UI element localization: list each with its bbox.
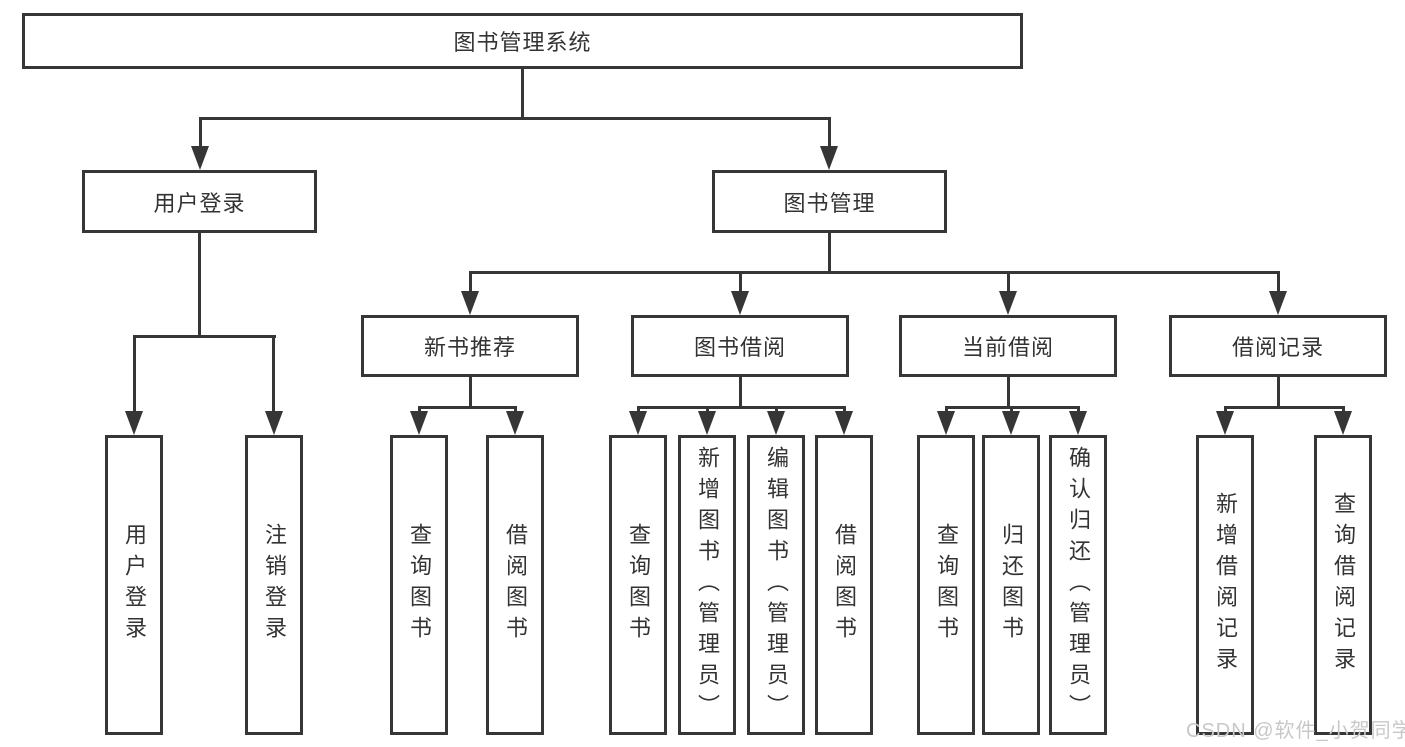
arrowhead-icon xyxy=(1002,411,1020,435)
connector-line xyxy=(828,117,831,149)
connector-line xyxy=(198,233,201,338)
node-label: 借阅图书 xyxy=(503,523,528,647)
node-book-management: 图书管理 xyxy=(712,170,947,233)
arrowhead-icon xyxy=(835,411,853,435)
connector-line xyxy=(133,335,276,338)
connector-line xyxy=(469,271,1280,274)
leaf-return-books: 归还图书 xyxy=(982,435,1040,735)
connector-line xyxy=(469,271,472,295)
node-label: 查询图书 xyxy=(934,523,959,647)
arrowhead-icon xyxy=(999,291,1017,315)
connector-line xyxy=(1224,406,1345,409)
arrowhead-icon xyxy=(265,411,283,435)
leaf-logout: 注销登录 xyxy=(245,435,303,735)
connector-line xyxy=(739,271,742,295)
arrowhead-icon xyxy=(1334,411,1352,435)
arrowhead-icon xyxy=(731,291,749,315)
arrowhead-icon xyxy=(698,411,716,435)
node-label: 查询图书 xyxy=(626,523,651,647)
node-label: 新书推荐 xyxy=(423,335,516,360)
node-label: 当前借阅 xyxy=(961,335,1054,360)
node-library-management-system: 图书管理系统 xyxy=(22,13,1023,69)
arrowhead-icon xyxy=(461,291,479,315)
leaf-borrowing-query-books: 查询图书 xyxy=(609,435,667,735)
leaf-confirm-return-admin: 确认归还（管理员） xyxy=(1049,435,1107,735)
leaf-add-borrow-record: 新增借阅记录 xyxy=(1196,435,1254,735)
node-label: 新增借阅记录 xyxy=(1213,492,1238,678)
leaf-add-books-admin: 新增图书（管理员） xyxy=(678,435,736,735)
node-label: 注销登录 xyxy=(262,523,287,647)
node-label: 借阅记录 xyxy=(1231,335,1324,360)
node-label: 图书管理系统 xyxy=(453,30,592,55)
leaf-edit-books-admin: 编辑图书（管理员） xyxy=(747,435,805,735)
connector-line xyxy=(637,406,846,409)
leaf-user-login: 用户登录 xyxy=(105,435,163,735)
node-label: 新增图书（管理员） xyxy=(695,445,720,725)
leaf-borrow-books: 借阅图书 xyxy=(815,435,873,735)
connector-line xyxy=(521,69,524,120)
node-label: 查询借阅记录 xyxy=(1331,492,1356,678)
arrowhead-icon xyxy=(1069,411,1087,435)
arrowhead-icon xyxy=(1269,291,1287,315)
connector-line xyxy=(1277,377,1280,408)
node-label: 用户登录 xyxy=(153,190,246,216)
leaf-recommend-query-books: 查询图书 xyxy=(390,435,448,735)
node-label: 编辑图书（管理员） xyxy=(764,445,789,725)
arrowhead-icon xyxy=(506,411,524,435)
leaf-query-borrow-record: 查询借阅记录 xyxy=(1314,435,1372,735)
leaf-current-query-books: 查询图书 xyxy=(917,435,975,735)
node-new-book-recommendation: 新书推荐 xyxy=(361,315,579,377)
connector-line xyxy=(418,406,517,409)
connector-line xyxy=(272,335,275,415)
connector-line xyxy=(828,232,831,274)
watermark-text: CSDN @软件_小贺同学 xyxy=(1186,720,1405,742)
connector-line xyxy=(469,377,472,408)
node-borrowing-records: 借阅记录 xyxy=(1169,315,1387,377)
connector-line xyxy=(1007,377,1010,408)
arrowhead-icon xyxy=(1216,411,1234,435)
node-label: 用户登录 xyxy=(122,523,147,647)
connector-line xyxy=(739,377,742,408)
connector-line xyxy=(199,117,202,149)
leaf-recommend-borrow-books: 借阅图书 xyxy=(486,435,544,735)
arrowhead-icon xyxy=(410,411,428,435)
connector-line xyxy=(1007,271,1010,295)
arrowhead-icon xyxy=(629,411,647,435)
node-label: 确认归还（管理员） xyxy=(1066,445,1091,725)
node-label: 图书借阅 xyxy=(693,335,786,360)
connector-line xyxy=(199,117,831,120)
arrowhead-icon xyxy=(767,411,785,435)
node-label: 归还图书 xyxy=(999,523,1024,647)
arrowhead-icon xyxy=(191,146,209,170)
node-user-login-branch: 用户登录 xyxy=(82,170,317,233)
connector-line xyxy=(133,335,136,415)
arrowhead-icon xyxy=(820,146,838,170)
arrowhead-icon xyxy=(937,411,955,435)
node-label: 借阅图书 xyxy=(832,523,857,647)
connector-line xyxy=(1277,271,1280,295)
node-book-borrowing: 图书借阅 xyxy=(631,315,849,377)
node-current-borrowing: 当前借阅 xyxy=(899,315,1117,377)
node-label: 查询图书 xyxy=(407,523,432,647)
arrowhead-icon xyxy=(125,411,143,435)
node-label: 图书管理 xyxy=(783,190,876,216)
